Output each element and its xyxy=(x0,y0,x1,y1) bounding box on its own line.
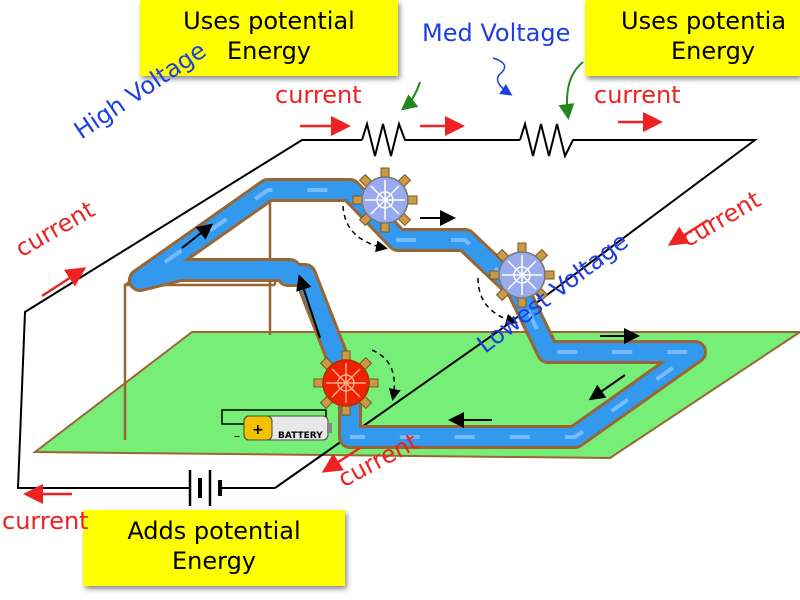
callout-left-line1: Uses potential xyxy=(183,7,355,35)
battery-symbol xyxy=(175,470,275,506)
label-current-top-right: current xyxy=(594,81,681,109)
rotation-arrow-icon-upper xyxy=(342,205,388,253)
callout-adds-potential-energy: Adds potential Energy xyxy=(83,510,345,586)
pointer-arrow-icon-right xyxy=(558,61,584,120)
battery-minus-sign: – xyxy=(234,429,240,443)
rotation-arrow-icon-pump xyxy=(371,349,401,401)
battery-icon: + – BATTERY xyxy=(221,409,332,443)
label-med-voltage: Med Voltage xyxy=(422,19,571,47)
callout-right-line2: Energy xyxy=(671,37,756,65)
resistor-left xyxy=(361,120,410,157)
label-current-top-left: current xyxy=(275,81,362,109)
pump-wheel-icon xyxy=(313,350,379,416)
label-current-bottom-left: current xyxy=(2,507,89,535)
battery-plus-sign: + xyxy=(252,422,264,438)
circuit-wire xyxy=(16,139,759,489)
rotation-arrow-icon-lower xyxy=(477,277,518,326)
callout-bottom-line2: Energy xyxy=(171,547,257,575)
resistor-right xyxy=(519,120,578,159)
battery-label: BATTERY xyxy=(278,431,323,441)
water-flow-arrows xyxy=(181,210,640,428)
water-wheel-icon-upper xyxy=(352,167,418,233)
water-channel-shimmer xyxy=(163,188,697,439)
callout-left-line2: Energy xyxy=(226,37,312,65)
water-wheel-icon-lower xyxy=(489,242,555,308)
current-arrows xyxy=(23,112,709,504)
pointer-arrow-icon-med xyxy=(492,57,513,96)
callout-right-line1: Uses potentia xyxy=(621,7,787,35)
pointer-arrow-icon-left xyxy=(400,81,421,111)
callout-bottom-line1: Adds potential xyxy=(127,517,301,545)
callout-uses-potential-energy-left: Uses potential Energy xyxy=(140,0,398,76)
callout-uses-potential-energy-right: Uses potentia Energy xyxy=(585,0,800,76)
